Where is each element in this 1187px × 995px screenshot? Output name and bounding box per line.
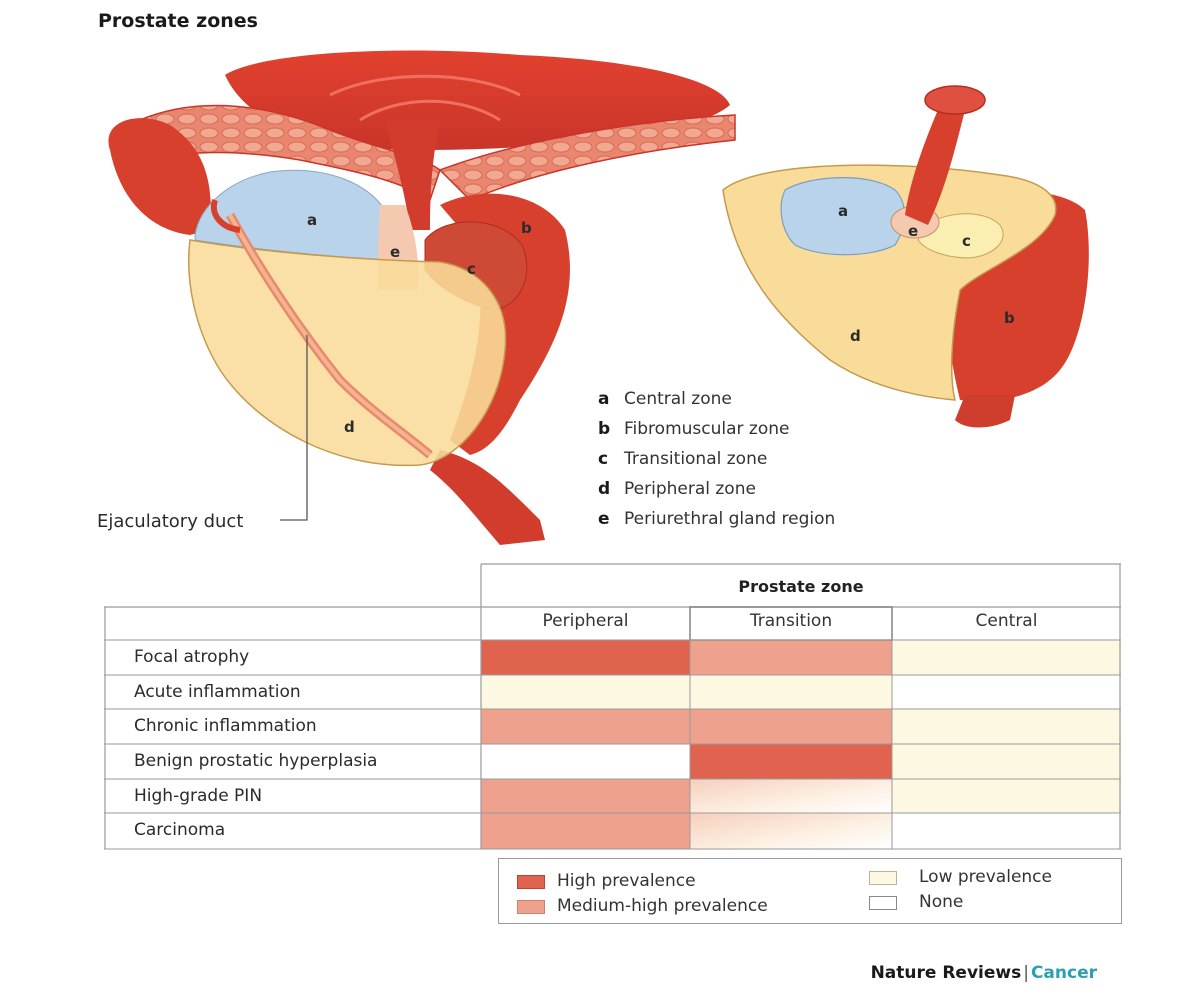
- prevalence-cell-r4-c2: [892, 779, 1121, 813]
- row-label-bph: Benign prostatic hyperplasia: [134, 751, 378, 771]
- row-label-carcinoma: Carcinoma: [134, 820, 226, 840]
- zone-legend-c: c Transitional zone: [598, 449, 767, 475]
- medium-high-prevalence-label: Medium-high prevalence: [557, 896, 768, 916]
- low-prevalence-label: Low prevalence: [919, 867, 1052, 887]
- prevalence-cell-r1-c1: [690, 675, 892, 709]
- row-label-chronic-inflammation: Chronic inflammation: [134, 716, 317, 736]
- zone-letter-a-right: a: [838, 202, 848, 220]
- low-swatch: [869, 871, 897, 885]
- prevalence-cell-r5-c1: [690, 813, 892, 849]
- medium-high-swatch: [517, 900, 545, 914]
- prevalence-cell-r5-c2: [892, 813, 1121, 849]
- journal-footer: Nature Reviews|Cancer: [871, 963, 1097, 983]
- zone-legend-a: a Central zone: [598, 389, 732, 415]
- prevalence-cell-r3-c2: [892, 744, 1121, 779]
- prevalence-legend: High prevalence Medium-high prevalence L…: [498, 858, 1122, 924]
- zone-letter-b-right: b: [1004, 309, 1015, 327]
- column-header-central: Central: [975, 611, 1038, 631]
- prevalence-cell-r2-c0: [481, 709, 690, 744]
- prevalence-cell-r1-c2: [892, 675, 1121, 709]
- figure-title: Prostate zones: [98, 10, 258, 32]
- zone-letter-c-right: c: [962, 232, 971, 250]
- zone-letter-a-left: a: [307, 211, 317, 229]
- prevalence-cell-r2-c2: [892, 709, 1121, 744]
- prevalence-cell-r3-c1: [690, 744, 892, 779]
- zone-letter-b-left: b: [521, 219, 532, 237]
- zone-legend-d: d Peripheral zone: [598, 479, 756, 505]
- zone-legend-label: Transitional zone: [624, 449, 768, 469]
- none-label: None: [919, 892, 964, 912]
- prostate-illustration: a b c d e a b c d e: [108, 50, 1089, 545]
- row-label-acute-inflammation: Acute inflammation: [134, 682, 301, 702]
- ejaculatory-duct-label: Ejaculatory duct: [97, 511, 244, 532]
- row-label-high-grade-pin: High-grade PIN: [134, 786, 263, 806]
- zone-legend-b: b Fibromuscular zone: [598, 419, 789, 445]
- zone-legend-key: a: [598, 389, 610, 409]
- zone-legend-label: Central zone: [624, 389, 732, 409]
- none-swatch: [869, 896, 897, 910]
- prevalence-cell-r0-c1: [690, 640, 892, 675]
- zone-letter-e-left: e: [390, 243, 400, 261]
- zone-legend-label: Fibromuscular zone: [624, 419, 790, 439]
- footer-separator: |: [1023, 963, 1029, 983]
- prevalence-cell-r0-c0: [481, 640, 690, 675]
- journal-name: Nature Reviews: [870, 963, 1022, 983]
- prevalence-cell-r4-c0: [481, 779, 690, 813]
- cross-section-view: a b c d e: [722, 85, 1089, 428]
- prevalence-cell-r1-c0: [481, 675, 690, 709]
- prevalence-cell-r5-c0: [481, 813, 690, 849]
- journal-section: Cancer: [1030, 963, 1097, 983]
- prevalence-cell-r2-c1: [690, 709, 892, 744]
- zone-legend-label: Peripheral zone: [624, 479, 756, 499]
- zone-legend-e: e Periurethral gland region: [598, 509, 835, 535]
- table-header: Prostate zone: [738, 577, 864, 596]
- zone-legend-label: Periurethral gland region: [624, 509, 836, 529]
- zone-letter-d-left: d: [344, 418, 355, 436]
- column-header-peripheral: Peripheral: [542, 611, 629, 631]
- zone-legend-key: b: [598, 419, 611, 439]
- column-header-transition: Transition: [749, 611, 833, 631]
- prevalence-cell-r3-c0: [481, 744, 690, 779]
- zone-letter-d-right: d: [850, 327, 861, 345]
- zone-letter-c-left: c: [467, 260, 476, 278]
- high-swatch: [517, 875, 545, 889]
- table-grid: [104, 563, 1121, 850]
- high-prevalence-label: High prevalence: [557, 871, 696, 891]
- prevalence-table: Prostate zone Peripheral Transition Cent…: [104, 563, 1121, 850]
- prevalence-cell-r4-c1: [690, 779, 892, 813]
- zone-letter-e-right: e: [908, 222, 918, 240]
- sagittal-view: a b c d e: [108, 50, 736, 545]
- zone-legend-key: e: [598, 509, 610, 529]
- zone-legend-key: c: [598, 449, 609, 469]
- row-label-focal-atrophy: Focal atrophy: [134, 647, 250, 667]
- zone-legend-key: d: [598, 479, 611, 499]
- prevalence-cell-r0-c2: [892, 640, 1121, 675]
